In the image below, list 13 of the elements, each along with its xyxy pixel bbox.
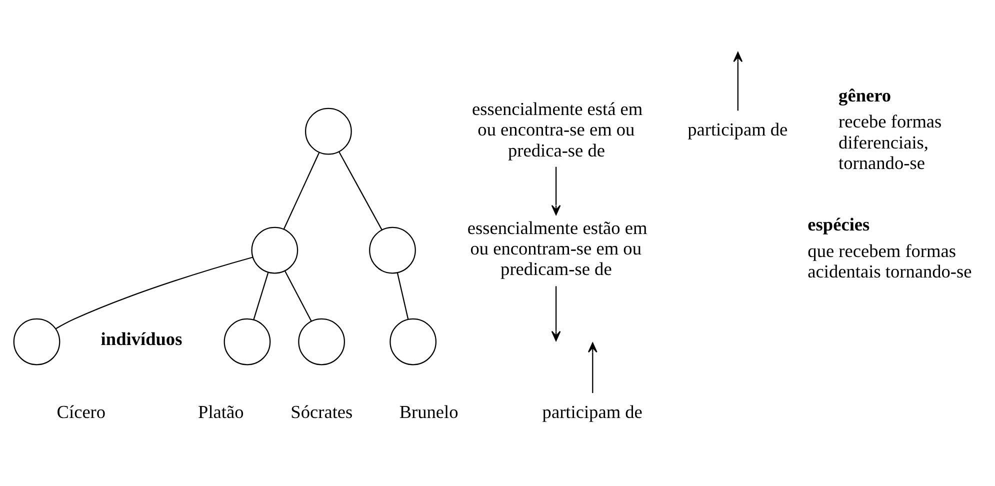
node-label: Cícero bbox=[56, 402, 106, 422]
label: espécies bbox=[807, 214, 870, 235]
node-label: Platão bbox=[198, 402, 244, 422]
node-text: participam de bbox=[542, 402, 642, 422]
label: indivíduos bbox=[100, 328, 182, 349]
node-label: Brunelo bbox=[398, 402, 458, 422]
node-text: essencialmente estão em ou encontram-se em ou predicam-se de bbox=[466, 218, 647, 280]
node-text: participam de bbox=[687, 120, 788, 140]
node-label: Sócrates bbox=[290, 402, 352, 422]
label: recebe formas diferenciais, tornando-se bbox=[838, 112, 942, 173]
label: gênero bbox=[838, 85, 891, 106]
label: que recebem formas acidentais tornando-se bbox=[807, 240, 972, 282]
node-text: essencialmente está em ou encontra-se em ou predica-se de bbox=[471, 99, 642, 160]
